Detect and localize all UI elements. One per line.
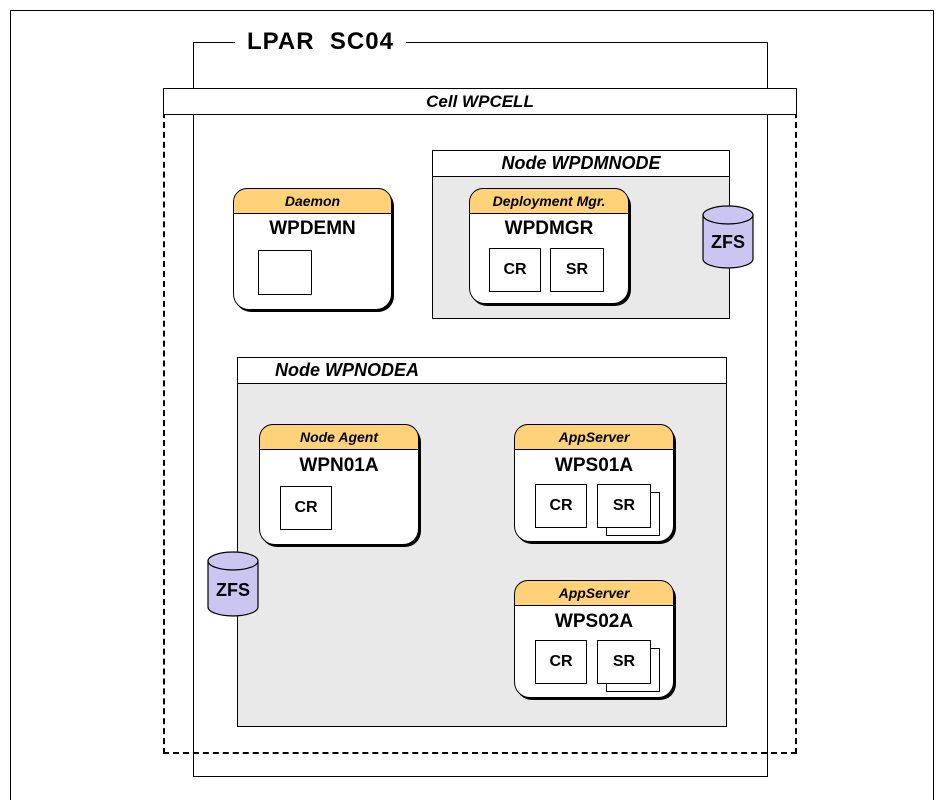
node-agent-cr-box: CR [280,486,332,530]
node-wpnodea-title: Node WPNODEA [237,357,727,384]
wps02a-sr-box: SR [597,640,651,684]
appserver-wps01a-name: WPS01A [554,455,634,476]
deployment-manager-name: WPDMGR [504,218,594,239]
cylinder-icon [702,205,754,269]
dmgr-sr-box: SR [550,248,604,292]
outer-frame [10,10,934,800]
wps01a-cr-box: CR [535,484,587,528]
cell-title: Cell WPCELL [163,88,797,115]
wps01a-sr-box: SR [597,484,651,528]
zfs-dmgr-cylinder [700,204,756,270]
wps02a-cr-box: CR [535,640,587,684]
daemon-type-label: Daemon [233,188,392,214]
dmgr-cr-box: CR [489,248,541,292]
appserver-wps02a-type-label: AppServer [514,580,674,606]
lpar-box [193,42,768,777]
zfs-nodea-label: ZFS [216,579,250,600]
zfs-nodea-cylinder [205,550,261,618]
lpar-title: LPAR SC04 [235,26,406,58]
node-wpdmnode-title: Node WPDMNODE [432,150,730,177]
zfs-dmgr-label: ZFS [711,231,745,252]
appserver-wps02a-name: WPS02A [554,611,634,632]
daemon-empty-box [258,250,312,295]
appserver-wps01a-type-label: AppServer [514,424,674,450]
cylinder-icon [207,551,259,617]
node-agent-name: WPN01A [299,455,379,476]
node-agent-type-label: Node Agent [259,424,419,450]
deployment-manager-type-label: Deployment Mgr. [469,188,629,214]
daemon-server-name: WPDEMN [269,218,356,239]
